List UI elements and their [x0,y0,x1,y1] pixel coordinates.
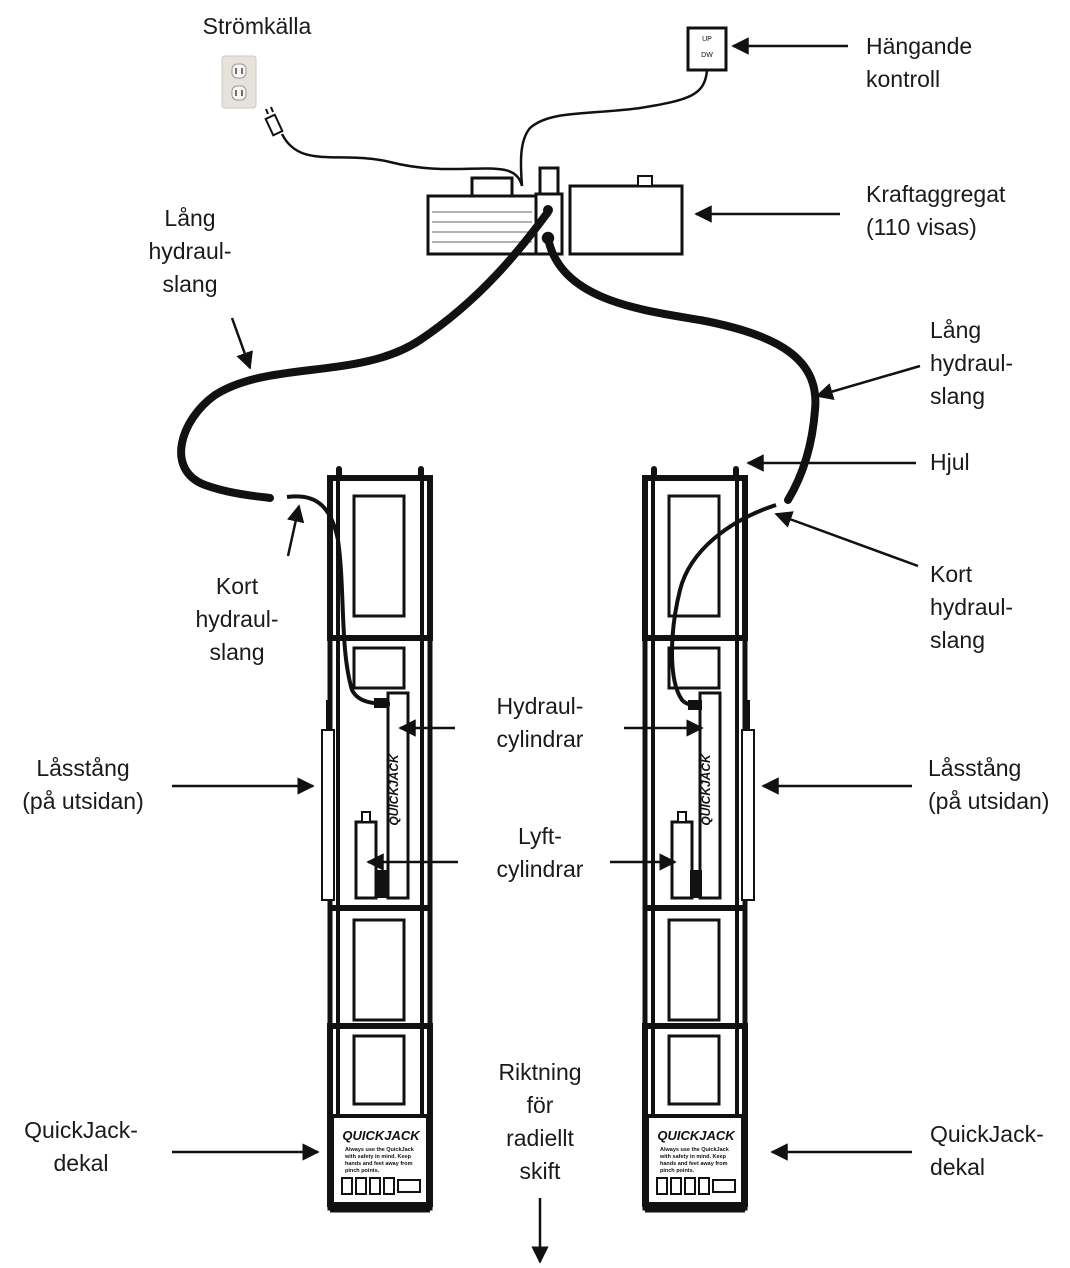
svg-text:QUICKJACK: QUICKJACK [657,1128,736,1143]
svg-text:DW: DW [701,52,713,59]
long-hose-left [177,208,552,502]
label-lock-bar-right: Låsstång (på utsidan) [928,755,1050,814]
label-decal-right: QuickJack- dekal [930,1121,1044,1180]
label-hydraulic-cylinders: Hydraul- cylindrar [496,693,584,752]
label-wheel: Hjul [930,449,970,475]
lift-cylinder-right [670,811,702,900]
label-short-hose-right: Kort hydraul- slang [930,561,1014,653]
svg-text:Always use the QuickJack: Always use the QuickJack [345,1147,415,1153]
hydraulic-cylinder-right: QUICKJACK [698,691,722,900]
label-short-hose-left: Kort hydraul- slang [195,573,279,665]
label-power-unit: Kraftaggregat (110 visas) [866,181,1006,240]
power-unit-icon [426,166,684,256]
svg-text:pinch points.: pinch points. [345,1168,380,1174]
pointer-arrows [172,37,921,1264]
hydraulic-cylinder-left: QUICKJACK [386,691,410,900]
arrow-long-hose-right [815,364,921,400]
decal-left: QUICKJACK Always use the QuickJack with … [342,1128,421,1174]
label-direction: Riktning för radiellt skift [498,1059,582,1184]
label-long-hose-right: Lång hydraul- slang [930,317,1014,409]
decal-right: QUICKJACK Always use the QuickJack with … [657,1128,736,1174]
lock-bar-left [321,700,335,901]
label-power-source: Strömkälla [202,13,312,39]
arrow-short-hose-left [286,504,305,557]
lift-cylinder-left [354,811,388,900]
label-long-hose-left: Lång hydraul- slang [148,205,232,297]
short-hose-right [670,503,777,710]
svg-text:Always use the QuickJack: Always use the QuickJack [660,1147,730,1153]
svg-text:QUICKJACK: QUICKJACK [342,1128,421,1143]
quickjack-frame-right [645,466,745,1210]
label-pendant-control: Hängande kontroll [866,33,973,92]
quickjack-frame-left [330,466,430,1210]
lock-bar-right [741,700,755,901]
label-decal-left: QuickJack- dekal [24,1117,138,1176]
power-cord [264,106,524,187]
svg-text:UP: UP [702,36,712,43]
long-hose-right [544,234,820,504]
label-lift-cylinders: Lyft- cylindrar [496,823,584,882]
svg-text:hands and feet away from: hands and feet away from [660,1161,728,1167]
pendant-control-icon: UP DW [519,26,728,187]
svg-text:pinch points.: pinch points. [660,1168,695,1174]
label-lock-bar-left: Låsstång (på utsidan) [22,755,144,814]
arrow-short-hose-right [774,511,919,568]
svg-text:with safety in mind. Keep: with safety in mind. Keep [659,1154,727,1160]
short-hose-left [286,494,391,708]
svg-text:hands and feet away from: hands and feet away from [345,1161,413,1167]
arrow-long-hose-left [230,317,253,370]
svg-text:with safety in mind. Keep: with safety in mind. Keep [344,1154,412,1160]
power-outlet-icon [221,55,257,109]
frame-brand-right: QUICKJACK [699,753,713,826]
frame-brand-left: QUICKJACK [387,753,401,826]
